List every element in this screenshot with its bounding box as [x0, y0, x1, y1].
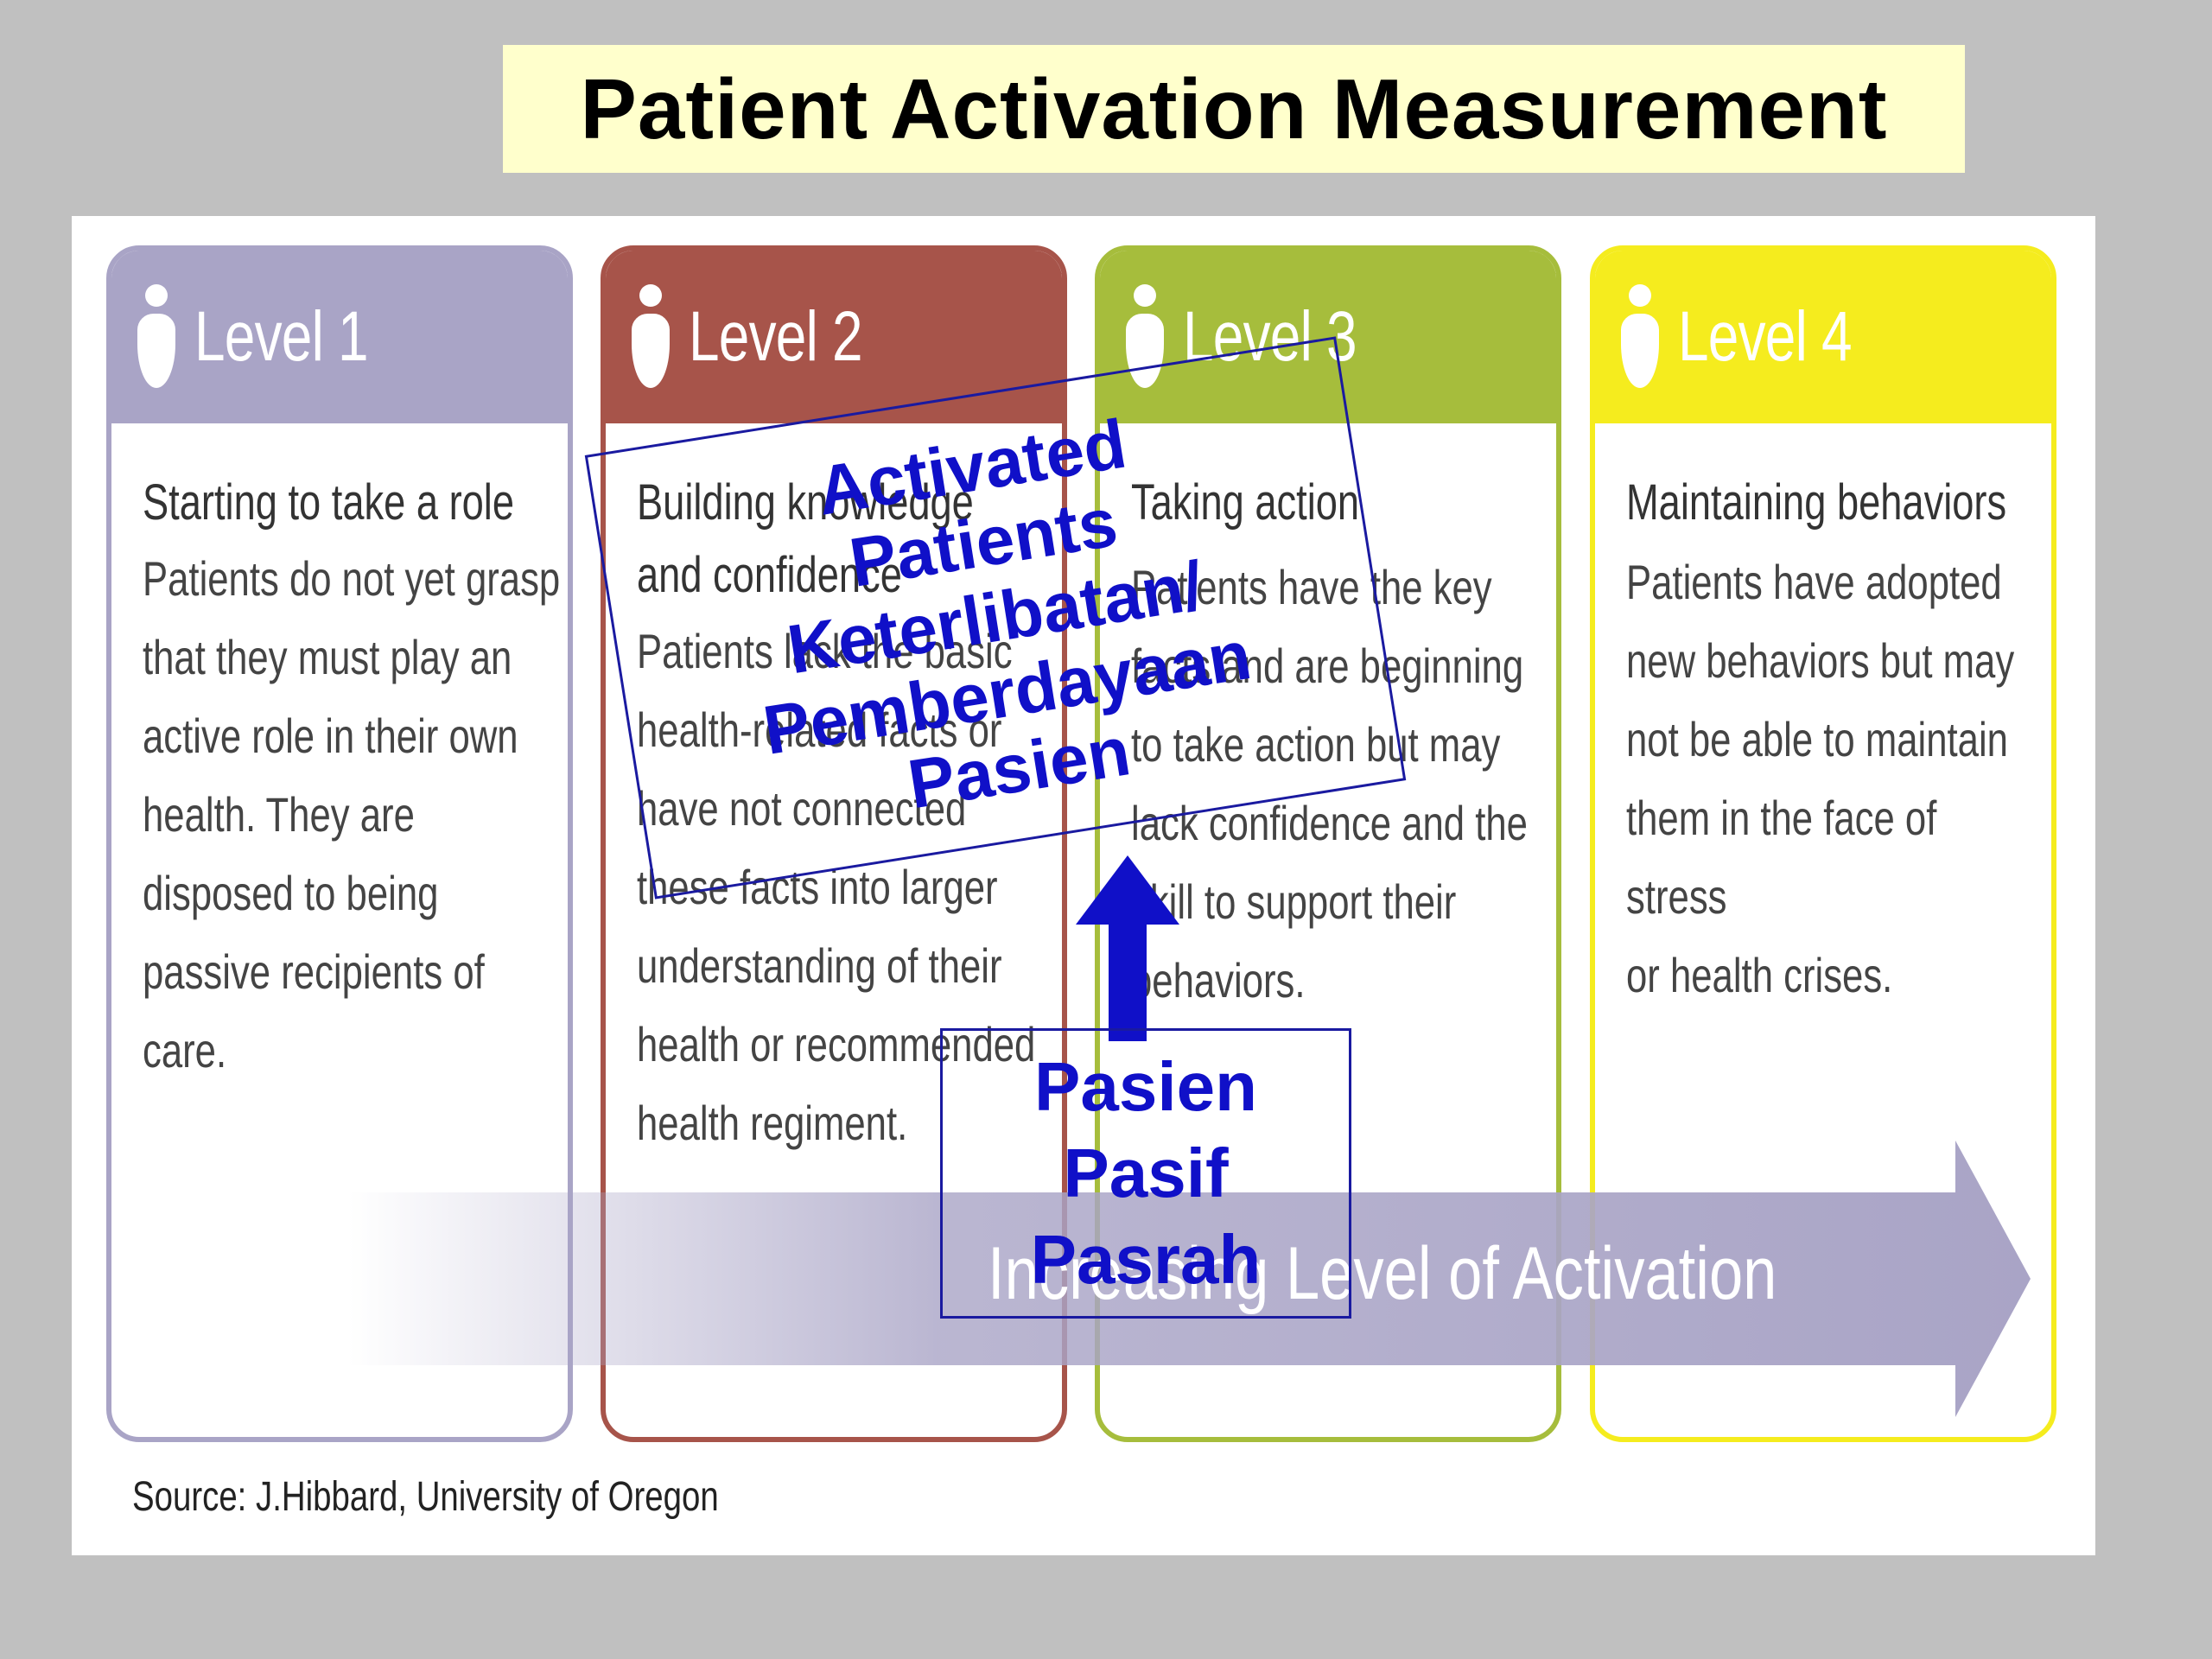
activation-arrow: [348, 1141, 2031, 1417]
up-arrow-icon: [1076, 855, 1179, 1041]
person-icon: [1621, 281, 1659, 393]
source-note: Source: J.Hibbard, University of Oregon: [132, 1474, 719, 1520]
overlay-line: Pasif: [1063, 1135, 1229, 1211]
person-icon: [137, 281, 175, 393]
level-4-heading: Maintaining behaviors: [1626, 474, 2007, 531]
passive-patients-overlay: Pasien Pasif Pasrah: [940, 1028, 1351, 1319]
level-2-header: Level 2: [606, 251, 1062, 423]
level-2-description: Patients lack the basic health-related f…: [637, 624, 1036, 1150]
level-1-label: Level 1: [194, 297, 369, 376]
level-3-label: Level 3: [1183, 297, 1357, 376]
person-icon: [632, 281, 670, 393]
title-box: Patient Activation Measurement: [503, 45, 1965, 173]
level-4-description: Patients have adopted new behaviors but …: [1626, 555, 2015, 1002]
level-1-header: Level 1: [111, 251, 568, 423]
overlay-line: Pasien: [1034, 1048, 1257, 1125]
level-3-description: Patients have the key facts and are begi…: [1131, 560, 1528, 1007]
level-3-heading: Taking action: [1131, 474, 1360, 531]
level-1-description: Patients do not yet grasp that they must…: [143, 551, 561, 1077]
level-4-label: Level 4: [1678, 297, 1853, 376]
page-title: Patient Activation Measurement: [580, 60, 1888, 156]
diagram-panel: Level 1 Starting to take a role Patients…: [72, 216, 2095, 1555]
overlay-line: Pasrah: [1030, 1221, 1262, 1298]
level-1-heading: Starting to take a role: [143, 474, 515, 531]
activation-band-label: Increasing Level of Activation: [988, 1232, 1777, 1315]
level-4-header: Level 4: [1595, 251, 2051, 423]
level-2-label: Level 2: [689, 297, 863, 376]
level-3-header: Level 3: [1100, 251, 1556, 423]
level-2-heading: Building knowledge and confidence: [637, 474, 974, 603]
person-icon: [1126, 281, 1164, 393]
